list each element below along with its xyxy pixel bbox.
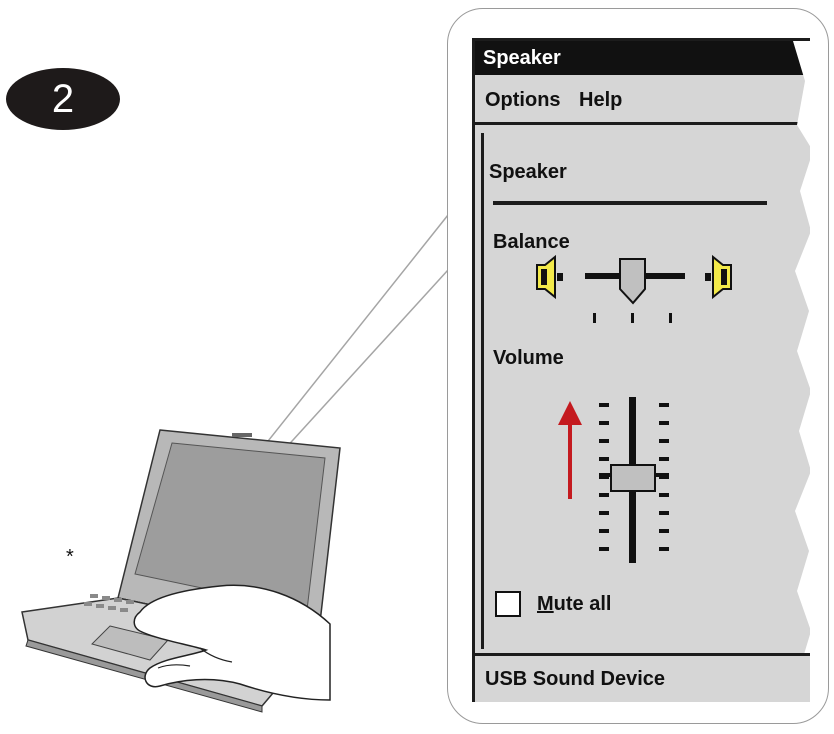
callout-pointer-line-top <box>244 214 449 471</box>
speaker-window: Speaker Options Help Speaker Balance Vol… <box>472 38 813 705</box>
window-title: Speaker <box>475 41 805 75</box>
callout-pointer-line-bottom <box>261 269 449 475</box>
balance-label: Balance <box>493 231 570 253</box>
status-device-name: USB Sound Device <box>485 668 666 690</box>
menu-help[interactable]: Help <box>579 89 623 111</box>
volume-label: Volume <box>493 347 564 369</box>
menu-bar: Options Help <box>475 75 813 125</box>
mute-all-label-mnemonic: M <box>537 593 554 615</box>
hand-icon <box>133 584 331 701</box>
status-bar: USB Sound Device <box>475 653 810 702</box>
laptop-icon <box>21 429 341 713</box>
footnote-asterisk: * <box>66 546 74 568</box>
step-number-badge: 2 <box>6 68 120 130</box>
section-title: Speaker <box>489 161 567 183</box>
section-divider <box>493 201 767 205</box>
mute-all-checkbox[interactable] <box>495 591 521 617</box>
menu-options[interactable]: Options <box>485 89 561 111</box>
mute-all-label-rest: ute all <box>553 593 612 615</box>
speaker-panel <box>481 133 803 649</box>
mute-all-label[interactable]: Mute all <box>537 593 611 616</box>
